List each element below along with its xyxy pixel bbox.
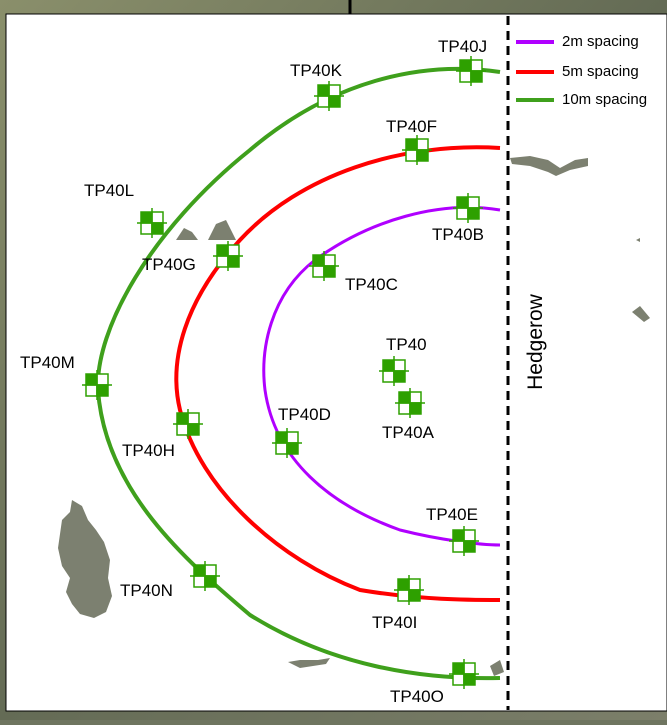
label-tp40a: TP40A	[382, 423, 434, 442]
test-pit-marker-tp40k	[314, 81, 344, 111]
hedgerow-label: Hedgerow	[524, 294, 547, 390]
label-tp40m: TP40M	[20, 353, 75, 372]
label-tp40c: TP40C	[345, 275, 398, 294]
label-tp40i: TP40I	[372, 613, 418, 632]
terrain-patch	[58, 500, 112, 618]
test-pit-marker-tp40n	[190, 561, 220, 591]
label-tp40o: TP40O	[390, 687, 444, 706]
test-pit-marker-tp40e	[449, 526, 479, 556]
terrain-patch	[176, 228, 198, 240]
label-tp40n: TP40N	[120, 581, 173, 600]
label-tp40f: TP40F	[386, 117, 438, 136]
test-pit-marker-tp40c	[309, 251, 339, 281]
map-page	[5, 13, 667, 712]
test-pit-marker-tp40f	[402, 135, 432, 165]
label-tp40: TP40	[386, 335, 427, 354]
label-tp40j: TP40J	[438, 37, 488, 56]
legend	[516, 40, 554, 102]
test-pit-marker-tp40m	[82, 370, 112, 400]
terrain-patch	[208, 220, 236, 240]
test-pit-marker-tp40a	[395, 388, 425, 418]
label-tp40k: TP40K	[290, 61, 342, 80]
terrain-patch	[510, 156, 588, 176]
terrain-patch	[632, 306, 650, 322]
label-tp40e: TP40E	[426, 505, 478, 524]
terrain-patch	[636, 238, 640, 242]
test-pit-marker-tp40o	[449, 659, 479, 689]
arc-5m-spacing	[174, 145, 501, 602]
test-pit-marker-tp40d	[272, 428, 302, 458]
label-tp40g: TP40G	[142, 255, 196, 274]
test-pit-marker-tp40g	[213, 241, 243, 271]
test-pit-marker-tp40h	[173, 409, 203, 439]
test-pit-markers	[82, 56, 486, 689]
terrain-patches	[58, 156, 650, 676]
test-pit-marker-tp40b	[453, 193, 483, 223]
test-pit-marker-tp40j	[456, 56, 486, 86]
test-pit-marker-tp40l	[137, 208, 167, 238]
test-pit-marker-tp40	[379, 356, 409, 386]
legend-label-10m: 10m spacing	[562, 91, 648, 108]
legend-label-5m: 5m spacing	[562, 63, 639, 80]
label-tp40d: TP40D	[278, 405, 331, 424]
label-tp40b: TP40B	[432, 225, 484, 244]
legend-label-2m: 2m spacing	[562, 33, 639, 50]
test-pit-marker-tp40i	[394, 575, 424, 605]
terrain-patch	[490, 660, 504, 676]
label-tp40h: TP40H	[122, 441, 175, 460]
label-tp40l: TP40L	[84, 181, 135, 200]
terrain-patch	[288, 658, 330, 668]
arc-2m-spacing	[262, 206, 501, 547]
